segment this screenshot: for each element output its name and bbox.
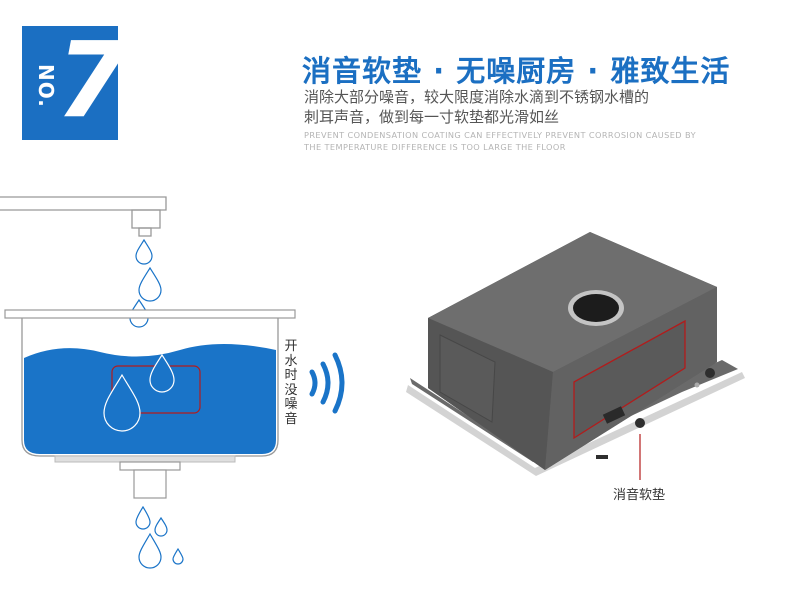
english-line-1: PREVENT CONDENSATION COATING CAN EFFECTI… (304, 130, 696, 140)
sink-cross-section (4, 309, 296, 499)
number-badge: NO. 7 (22, 20, 128, 140)
sound-pad-highlight (573, 319, 686, 440)
headline: 消音软垫 · 无噪厨房 · 雅致生活 (302, 54, 731, 88)
badge-number: 7 (56, 19, 129, 141)
english-line-2: THE TEMPERATURE DIFFERENCE IS TOO LARGE … (304, 142, 566, 152)
subtitle-line-1: 消除大部分噪音，较大限度消除水滴到不锈钢水槽的 (304, 88, 650, 106)
drain-drop-icons (135, 505, 184, 569)
noise-free-label: 开水时没噪音 (284, 339, 298, 427)
subtitle-line-2: 刺耳声音，做到每一寸软垫都光滑如丝 (304, 108, 560, 126)
sound-wave-icon (309, 352, 345, 414)
sink-product-image (406, 232, 745, 480)
pad-callout-label: 消音软垫 (613, 488, 666, 503)
faucet-illustration (0, 196, 167, 237)
